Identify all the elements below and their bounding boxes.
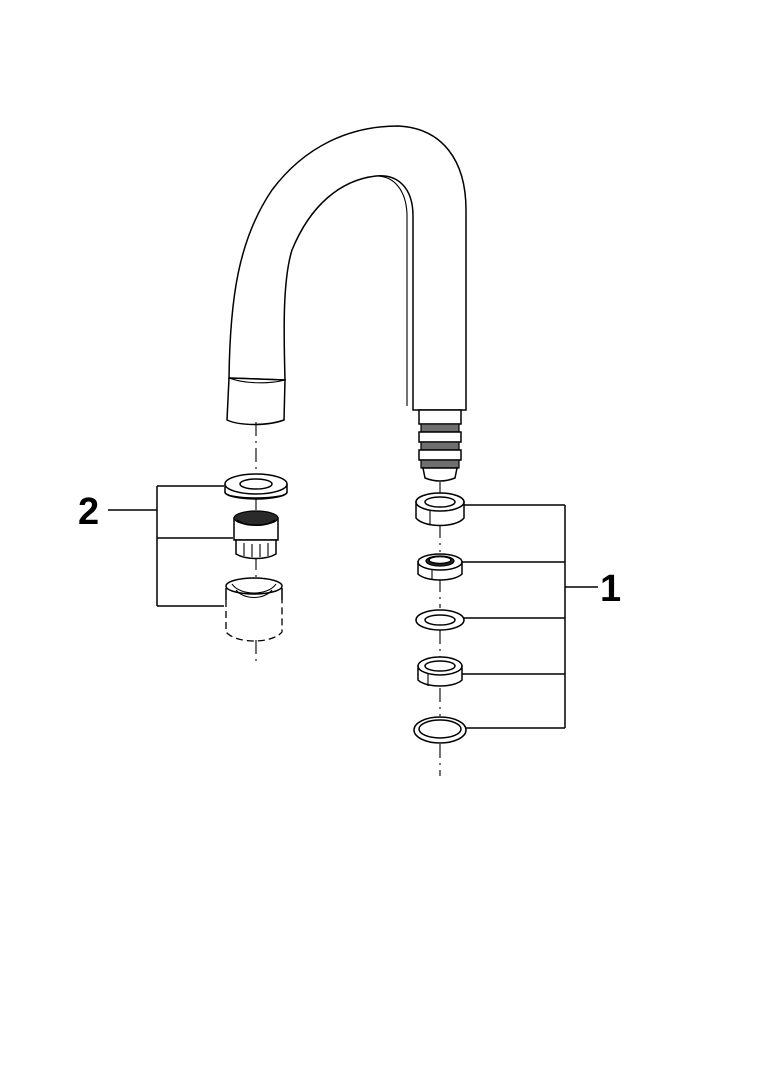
left-parts-group-2	[224, 473, 288, 642]
aerator-washer	[224, 473, 288, 500]
callout-bracket-2	[108, 485, 233, 607]
aerator-housing	[225, 577, 283, 642]
connector-tip	[422, 467, 458, 482]
clamp-ring-d	[417, 656, 463, 687]
connector-ring-1	[420, 423, 460, 433]
aerator-insert	[233, 510, 279, 560]
compression-ring-a	[415, 492, 465, 527]
spout-connector	[418, 409, 462, 482]
connector-band-1	[418, 431, 462, 443]
o-ring-e	[413, 716, 467, 744]
spout	[226, 125, 467, 426]
callout-bracket-1	[462, 504, 598, 729]
spout-body	[228, 125, 467, 411]
callout-label-1: 1	[600, 568, 621, 610]
connector-band-2	[418, 449, 462, 461]
callout-label-2: 2	[78, 491, 99, 533]
spout-outlet-sleeve	[226, 377, 286, 426]
union-nut-b	[417, 553, 463, 581]
connector-ring-2	[420, 441, 460, 451]
connector-ring-3	[420, 459, 460, 469]
spout-outlet-rim	[228, 377, 286, 384]
spout-inner-contour	[375, 175, 408, 406]
right-parts-group-1	[413, 492, 467, 744]
flat-washer-c	[415, 609, 465, 631]
connector-collar	[418, 409, 462, 425]
